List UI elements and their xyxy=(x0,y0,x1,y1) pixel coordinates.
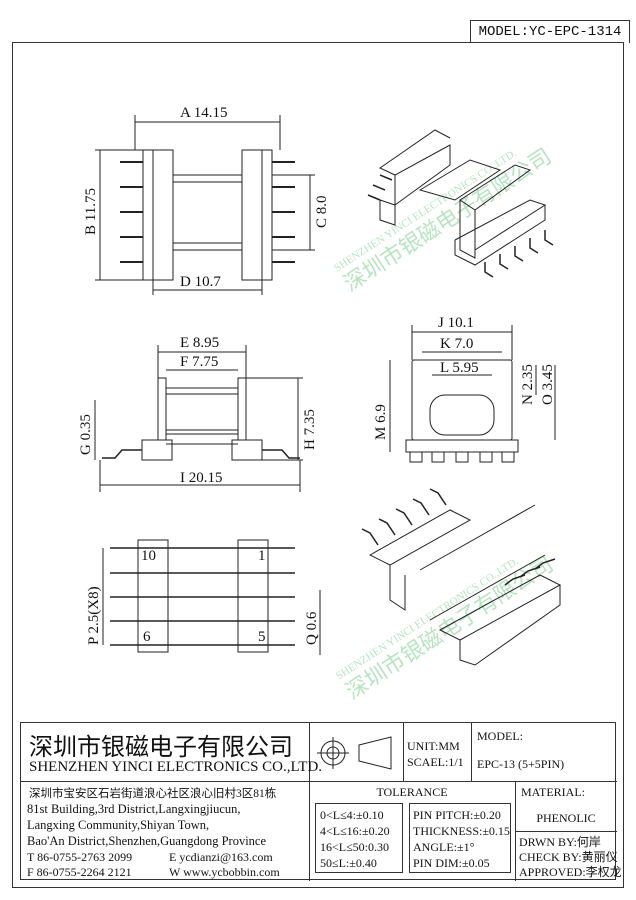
drawn-by: DRWN BY:何岸 xyxy=(519,835,601,849)
front-view xyxy=(389,325,556,463)
tolerance-misc-table: PIN PITCH:±0.20 THICKNESS:±0.15 ANGLE:±1… xyxy=(409,803,511,873)
watermark-en: SHENZHEN YINCI ELECTRONICS CO.,LTD. xyxy=(334,555,521,682)
model-value: EPC-13 (5+5PIN) xyxy=(477,757,565,771)
dim-c: C 8.0 xyxy=(314,195,330,228)
address-cn: 深圳市宝安区石岩街道浪心社区浪心旧村3区81栋 xyxy=(29,788,277,800)
dim-j: J 10.1 xyxy=(438,315,474,331)
isometric-view-1 xyxy=(367,129,554,278)
dim-g: G 0.35 xyxy=(78,414,94,455)
dim-l: L 5.95 xyxy=(440,360,479,376)
tolerance-row: PIN DIM:±0.05 xyxy=(413,856,490,870)
tolerance-row: THICKNESS:±0.15 xyxy=(413,824,510,838)
dim-o: O 3.45 xyxy=(540,364,556,405)
dim-p: P 2.5(X8) xyxy=(86,586,102,645)
pin-label-10: 10 xyxy=(141,548,156,564)
dim-d: D 10.7 xyxy=(180,274,221,290)
company-name-cn: 深圳市银磁电子有限公司 xyxy=(29,735,293,761)
dim-f: F 7.75 xyxy=(180,354,218,370)
dim-h: H 7.35 xyxy=(302,409,318,450)
side-view xyxy=(94,345,303,492)
tolerance-row: 4<L≤16:±0.20 xyxy=(320,824,390,838)
tolerance-row: 50≤L:±0.40 xyxy=(320,856,377,870)
tolerance-row: 16<L≤50:0.30 xyxy=(320,840,390,854)
dim-i: I 20.15 xyxy=(180,470,223,486)
unit-label: UNIT:MM xyxy=(407,739,460,753)
tolerance-row: ANGLE:±1° xyxy=(413,840,475,854)
checked-by: CHECK BY:黄丽仪 xyxy=(519,850,618,864)
tolerance-row: 0<L≤4:±0.10 xyxy=(320,808,384,822)
material-title: MATERIAL: xyxy=(521,785,585,799)
email: E ycdianzi@163.com xyxy=(169,850,273,864)
pin-label-6: 6 xyxy=(143,629,151,645)
website: W www.ycbobbin.com xyxy=(169,865,280,879)
model-number-label: MODEL:YC-EPC-1314 xyxy=(470,20,630,43)
address-line: Langxing Community,Shiyan Town, xyxy=(27,818,210,832)
tolerance-length-table: 0<L≤4:±0.10 4<L≤16:±0.20 16<L≤50:0.30 50… xyxy=(315,803,403,873)
dim-m: M 6.9 xyxy=(373,404,389,440)
company-name-en: SHENZHEN YINCI ELECTRONICS CO.,LTD. xyxy=(29,759,323,775)
projection-symbol-icon xyxy=(317,736,392,770)
top-view xyxy=(95,115,315,295)
material-value: PHENOLIC xyxy=(536,811,596,825)
isometric-view-2 xyxy=(361,488,562,666)
pin-label-5: 5 xyxy=(258,629,266,645)
bottom-view xyxy=(102,539,321,655)
address-line: 81st Building,3rd District,Langxingjiucu… xyxy=(27,802,241,816)
dim-q: Q 0.6 xyxy=(304,611,320,645)
tolerance-row: PIN PITCH:±0.20 xyxy=(413,808,501,822)
dim-k: K 7.0 xyxy=(440,336,473,352)
drawing-area: SHENZHEN YINCI ELECTRONICS CO.,LTD.深圳市银磁… xyxy=(78,105,562,704)
title-block: 深圳市银磁电子有限公司 SHENZHEN YINCI ELECTRONICS C… xyxy=(20,722,622,881)
fax: F 86-0755-2264 2121 xyxy=(27,865,132,879)
address-en: 81st Building,3rd District,Langxingjiucu… xyxy=(27,801,266,849)
drawing-frame xyxy=(12,42,624,888)
approvals: DRWN BY:何岸 CHECK BY:黄丽仪 APPROVED:李权龙 xyxy=(519,835,622,880)
scale-label: SCAEL:1/1 xyxy=(407,755,464,769)
dim-b: B 11.75 xyxy=(83,188,99,235)
tolerance-title: TOLERANCE xyxy=(376,785,448,799)
dim-n: N 2.35 xyxy=(520,364,536,405)
address-line: Bao'An District,Shenzhen,Guangdong Provi… xyxy=(27,834,267,848)
pin-label-1: 1 xyxy=(258,548,266,564)
watermark-cn: 深圳市银磁电子有限公司 xyxy=(341,551,558,704)
approved-by: APPROVED:李权龙 xyxy=(519,865,622,879)
model-title: MODEL: xyxy=(477,729,523,743)
telephone: T 86-0755-2763 2099 xyxy=(27,850,133,864)
dim-e: E 8.95 xyxy=(180,335,219,351)
dim-a: A 14.15 xyxy=(180,105,228,121)
